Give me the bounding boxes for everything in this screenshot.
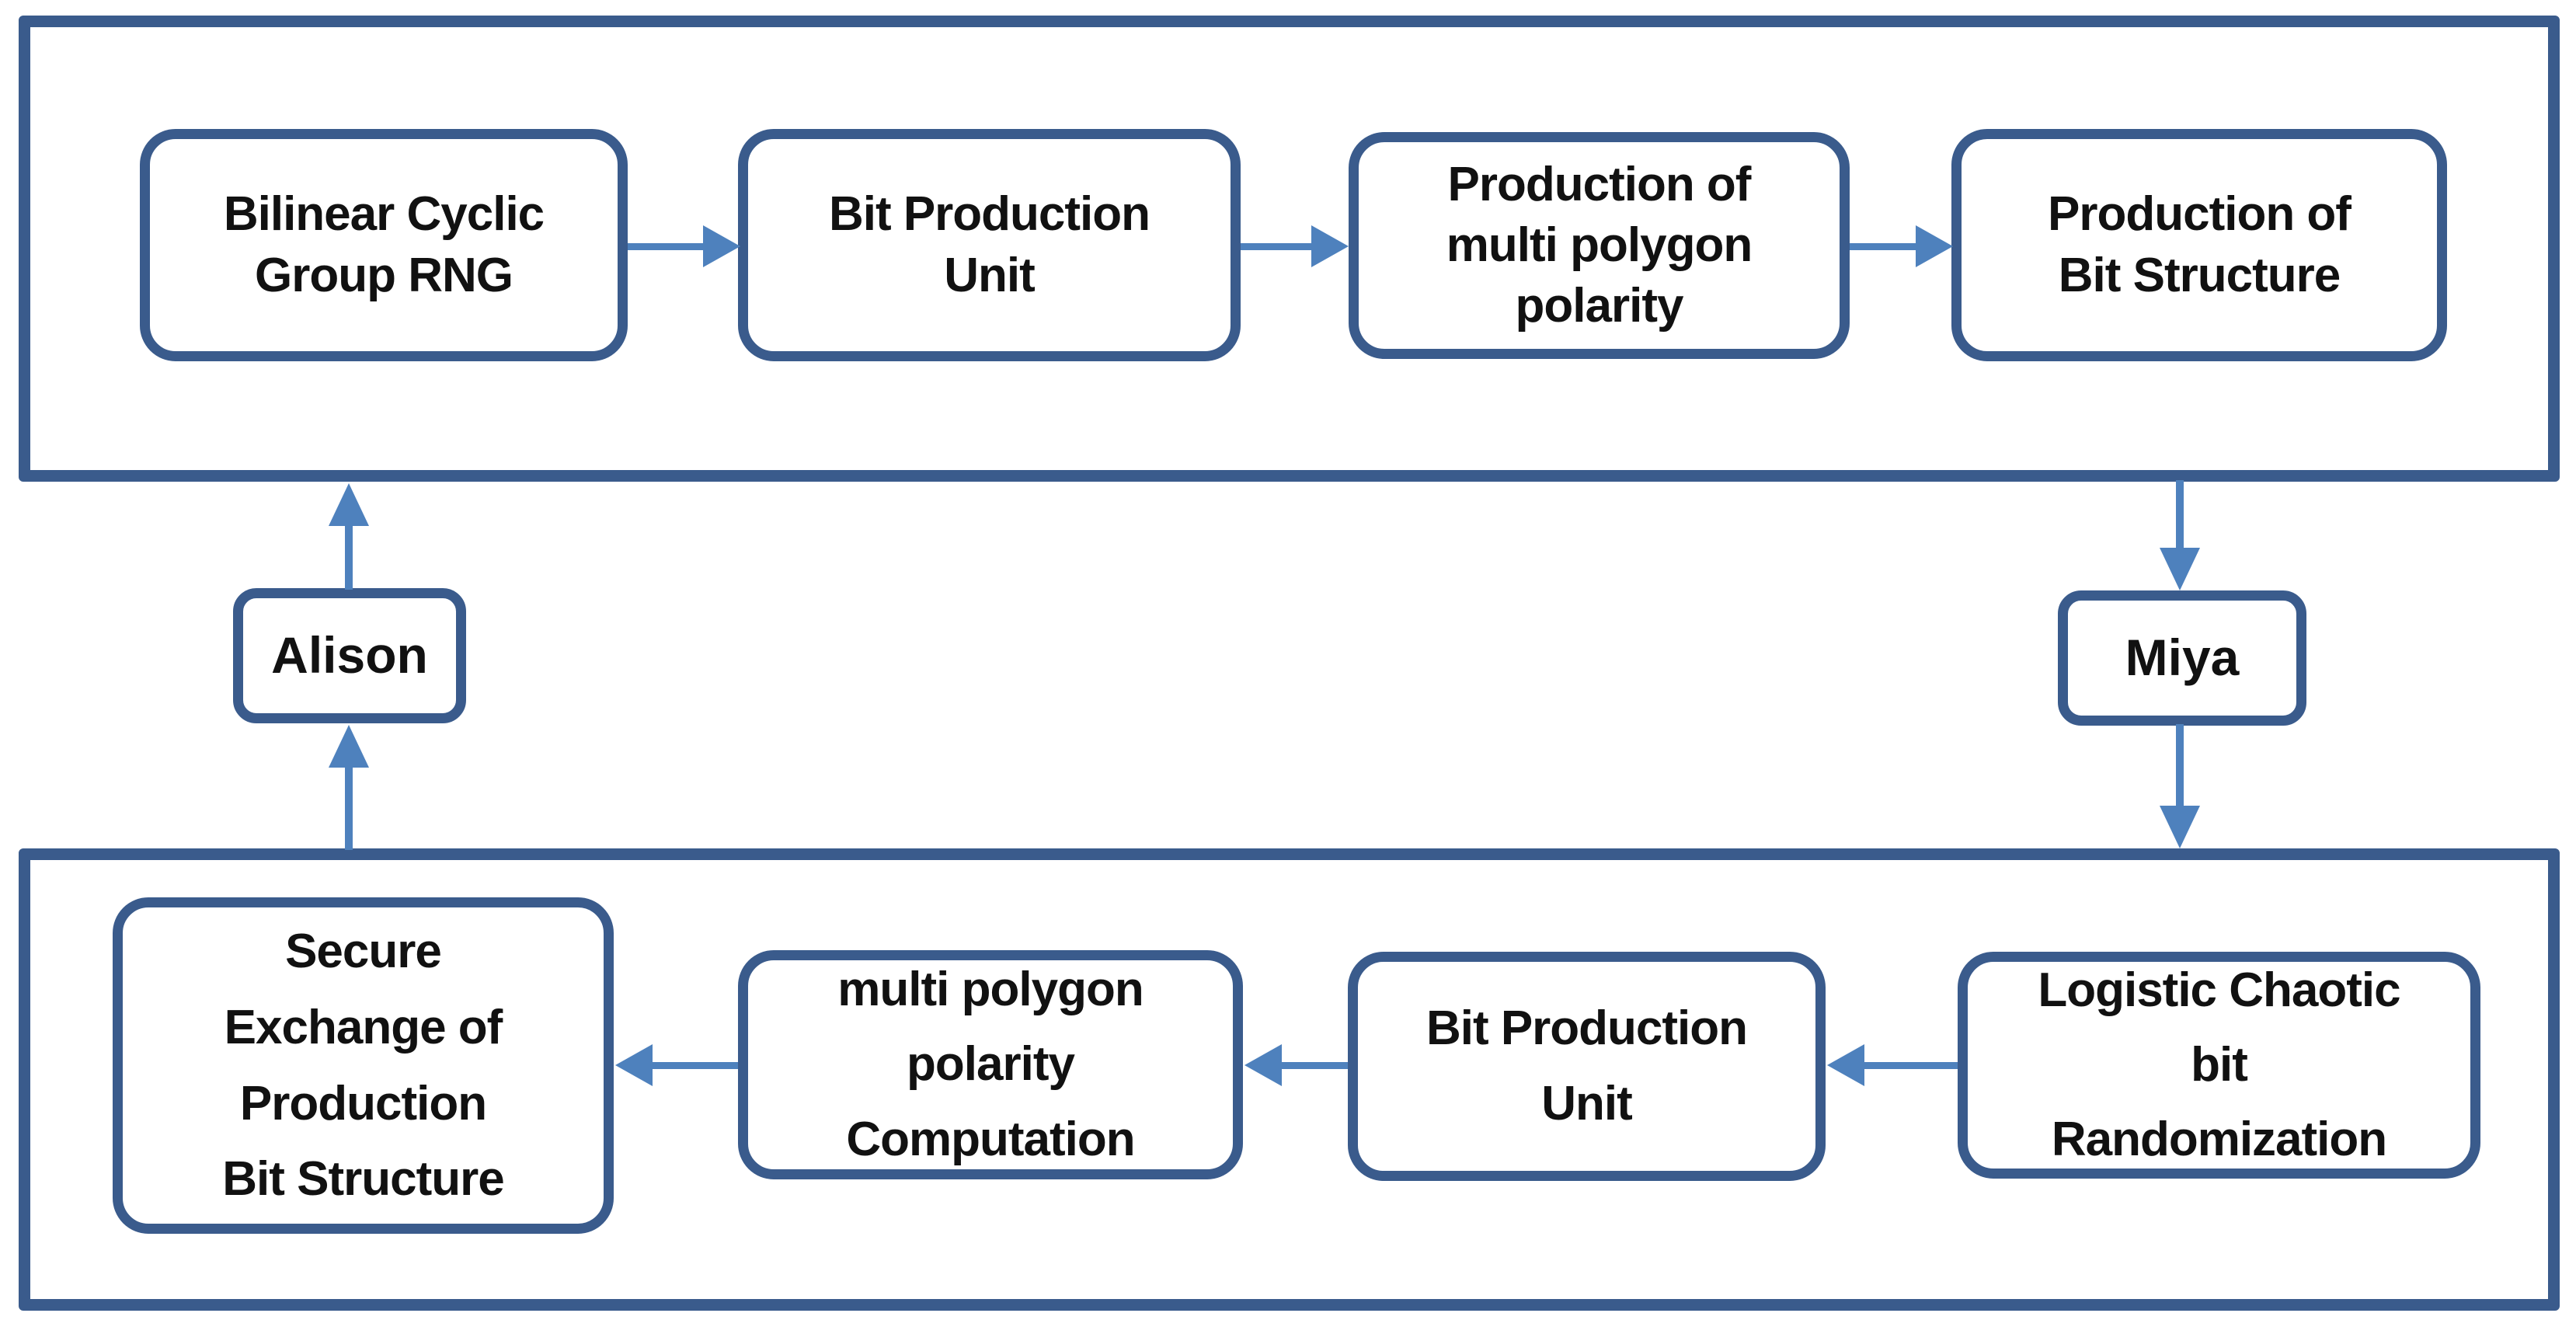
node-bilinear-cyclic-group-rng: Bilinear Cyclic Group RNG [140, 129, 628, 361]
arrow-down-icon [2160, 806, 2200, 848]
node-alison: Alison [233, 588, 466, 723]
arrow-left-icon [615, 1044, 653, 1086]
arrow-down-icon [2160, 548, 2200, 590]
arrow-stem [1863, 1062, 1958, 1069]
node-bit-production-unit-bottom: Bit Production Unit [1348, 952, 1826, 1181]
node-logistic-chaotic-bit-randomization: Logistic Chaotic bit Randomization [1958, 952, 2480, 1179]
arrow-stem [1280, 1062, 1348, 1069]
arrow-stem [345, 524, 353, 590]
node-multi-polygon-polarity-computation: multi polygon polarity Computation [738, 950, 1243, 1179]
arrow-right-icon [1916, 225, 1953, 267]
arrow-left-icon [1244, 1044, 1282, 1086]
arrow-stem [2176, 480, 2184, 549]
arrow-stem [1241, 243, 1313, 250]
node-miya: Miya [2058, 590, 2306, 726]
arrow-up-icon [329, 725, 369, 768]
node-production-of-bit-structure: Production of Bit Structure [1951, 129, 2447, 361]
arrow-right-icon [1311, 225, 1349, 267]
arrow-stem [1850, 243, 1917, 250]
arrow-stem [651, 1062, 738, 1069]
arrow-left-icon [1827, 1044, 1864, 1086]
arrow-stem [628, 243, 705, 250]
arrow-right-icon [703, 225, 740, 267]
node-secure-exchange-of-production-bit-structure: Secure Exchange of Production Bit Struct… [113, 897, 614, 1234]
node-production-of-multi-polygon-polarity: Production of multi polygon polarity [1349, 132, 1850, 359]
arrow-stem [345, 766, 353, 850]
arrow-up-icon [329, 483, 369, 526]
node-bit-production-unit-top: Bit Production Unit [738, 129, 1241, 361]
arrow-stem [2176, 724, 2184, 807]
